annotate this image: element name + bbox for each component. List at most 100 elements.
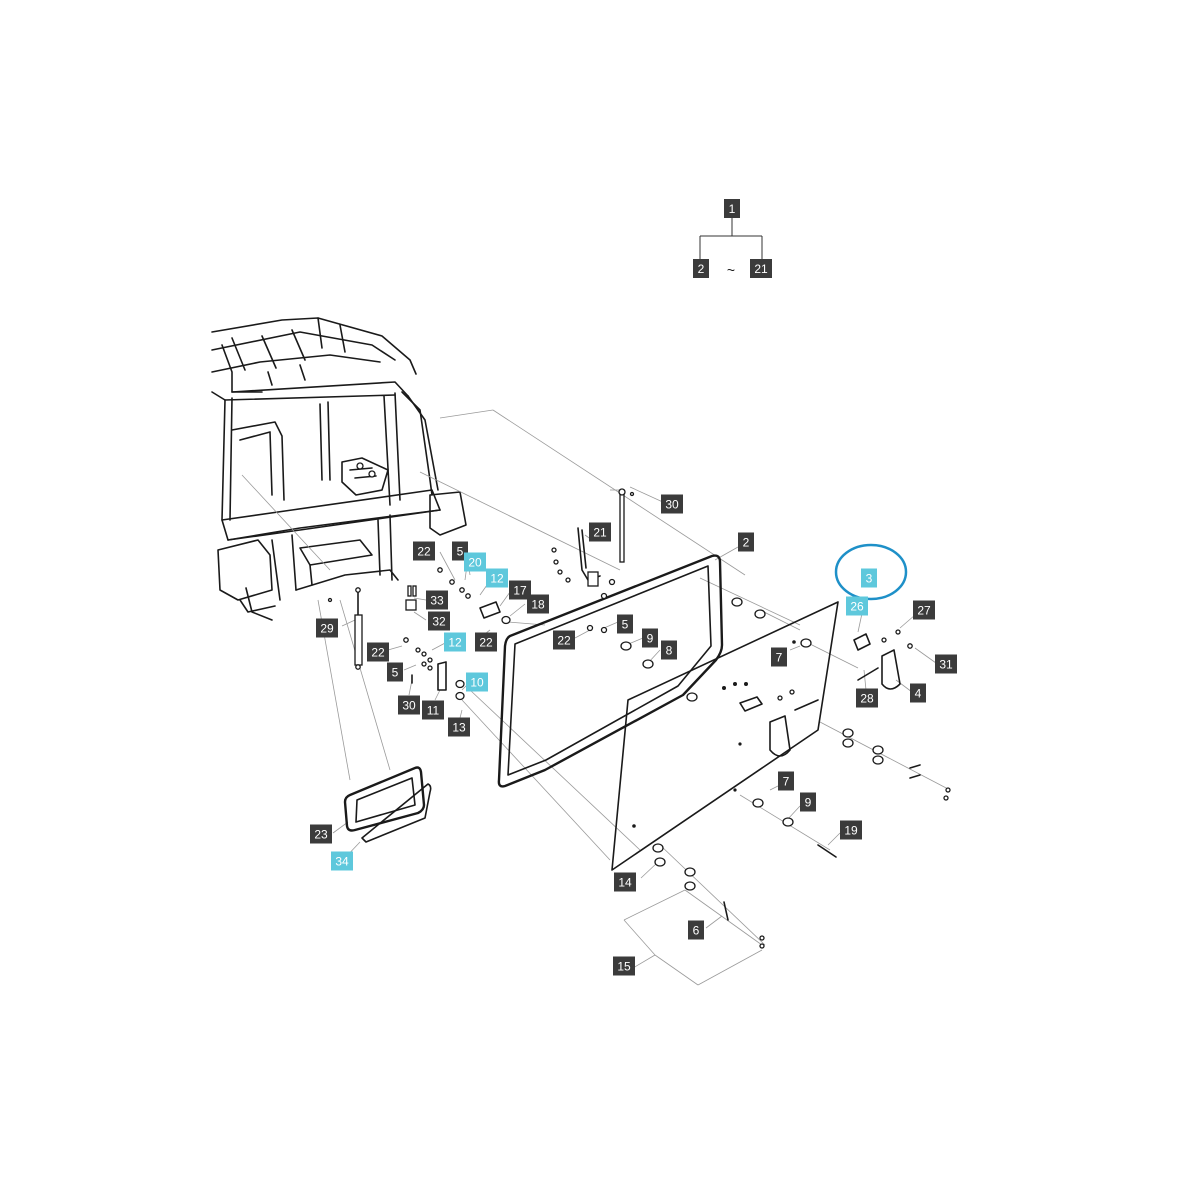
callout-label-c31: 31 (939, 658, 953, 672)
callout-badge-bg-c27 (913, 600, 935, 620)
leader-lines (241, 409, 951, 986)
callout-badge-c14: 14 (614, 872, 636, 892)
callout-label-c14: 14 (618, 876, 632, 890)
rear-glass-panel (611, 601, 839, 871)
callout-badge-c12a: 12 (486, 568, 508, 588)
callout-badge-bg-c5b (617, 614, 633, 634)
callout-badge-c27: 27 (913, 600, 935, 620)
hierarchy-range-end-badge: 21 (750, 259, 772, 278)
small-window (343, 766, 432, 843)
callout-label-c8: 8 (666, 644, 673, 658)
callout-badge-c22d: 22 (367, 642, 389, 662)
hierarchy-parent-badge: 1 (724, 199, 740, 218)
callout-badge-bg-c30b (398, 695, 420, 715)
callout-badge-c30b: 30 (398, 695, 420, 715)
callout-badge-bg-c9b (800, 792, 816, 812)
callout-label-c2: 2 (743, 536, 750, 550)
hierarchy-range-end-badge-bg (750, 259, 772, 278)
callout-badge-c2: 2 (738, 532, 754, 552)
long-pin (618, 488, 635, 563)
callout-badge-c5c: 5 (387, 662, 403, 682)
callout-badge-c7b: 7 (778, 771, 794, 791)
callout-label-c21: 21 (593, 526, 607, 540)
callout-badge-bg-c4 (910, 683, 926, 703)
left-center-fasteners (327, 567, 654, 701)
callout-badge-c15: 15 (613, 956, 635, 976)
callout-badge-bg-c32 (428, 611, 450, 631)
parts-hierarchy-bracket: 1 2 ~ 21 (693, 199, 772, 278)
callout-label-c4: 4 (915, 687, 922, 701)
callout-badge-bg-c13 (448, 717, 470, 737)
svg-text:2: 2 (698, 262, 705, 276)
callout-badge-bg-c17 (509, 580, 531, 600)
callout-badge-bg-c7b (778, 771, 794, 791)
latch-rod (551, 527, 616, 600)
callout-label-c22c: 22 (479, 636, 493, 650)
cab-frame (211, 317, 467, 621)
callout-badge-bg-c5c (387, 662, 403, 682)
callout-badge-bg-c3 (861, 568, 877, 588)
callout-badge-bg-c28 (856, 688, 878, 708)
callout-badge-c23: 23 (310, 824, 332, 844)
callout-badge-c17: 17 (509, 580, 531, 600)
callout-badge-c29: 29 (316, 618, 338, 638)
callout-label-c12a: 12 (490, 572, 504, 586)
callout-label-c3: 3 (866, 572, 873, 586)
callout-label-c17: 17 (513, 584, 527, 598)
callout-badge-bg-c12a (486, 568, 508, 588)
svg-text:1: 1 (729, 202, 736, 216)
callout-badge-c9b: 9 (800, 792, 816, 812)
callout-badge-bg-c26 (846, 596, 868, 616)
callout-badge-bg-c30a (661, 494, 683, 514)
callout-label-c30a: 30 (665, 498, 679, 512)
callout-label-c32: 32 (432, 615, 446, 629)
callout-badge-c21: 21 (589, 522, 611, 542)
callout-badge-c19: 19 (840, 820, 862, 840)
callout-badge-c12b: 12 (444, 632, 466, 652)
callout-badge-c34: 34 (331, 851, 353, 871)
callout-label-c5c: 5 (392, 666, 399, 680)
callout-badge-c3: 3 (861, 568, 877, 588)
callout-badge-bg-c22b (553, 630, 575, 650)
callout-badge-c33: 33 (426, 590, 448, 610)
callout-label-c22b: 22 (557, 634, 571, 648)
rear-window-seal (497, 554, 724, 788)
callout-badge-c11: 11 (422, 700, 444, 720)
callout-badge-c22c: 22 (475, 632, 497, 652)
callout-badge-c26: 26 (846, 596, 868, 616)
callout-label-c9a: 9 (647, 632, 654, 646)
callout-badge-bg-c29 (316, 618, 338, 638)
callout-badge-bg-c10 (466, 672, 488, 692)
callout-label-c9b: 9 (805, 796, 812, 810)
callout-label-c12b: 12 (448, 636, 462, 650)
callout-label-c26: 26 (850, 600, 864, 614)
callout-label-c13: 13 (452, 721, 466, 735)
callout-label-c28: 28 (860, 692, 874, 706)
hierarchy-range-start-badge-bg (693, 259, 709, 278)
hierarchy-parent-badge-bg (724, 199, 740, 218)
callout-badge-c20: 20 (464, 552, 486, 572)
callout-badge-bg-c14 (614, 872, 636, 892)
callout-badge-c5b: 5 (617, 614, 633, 634)
callout-label-c11: 11 (427, 704, 440, 718)
callout-badge-c6: 6 (688, 920, 704, 940)
callout-label-c29: 29 (320, 622, 334, 636)
callout-label-c23: 23 (314, 828, 328, 842)
callout-badge-bg-c7a (771, 647, 787, 667)
callout-badge-bg-c22c (475, 632, 497, 652)
callout-badge-bg-c12b (444, 632, 466, 652)
callout-badge-bg-c31 (935, 654, 957, 674)
callout-badge-c22a: 22 (413, 541, 435, 561)
callout-label-c33: 33 (430, 594, 444, 608)
callout-badge-c30a: 30 (661, 494, 683, 514)
callout-label-c10: 10 (470, 676, 484, 690)
callout-badge-c8: 8 (661, 640, 677, 660)
callout-label-c18: 18 (531, 598, 545, 612)
callout-label-c5a: 5 (457, 545, 464, 559)
callout-badge-bg-c18 (527, 594, 549, 614)
callout-label-c6: 6 (693, 924, 700, 938)
callout-badge-c28: 28 (856, 688, 878, 708)
callout-label-c22a: 22 (417, 545, 431, 559)
callout-badge-c13: 13 (448, 717, 470, 737)
